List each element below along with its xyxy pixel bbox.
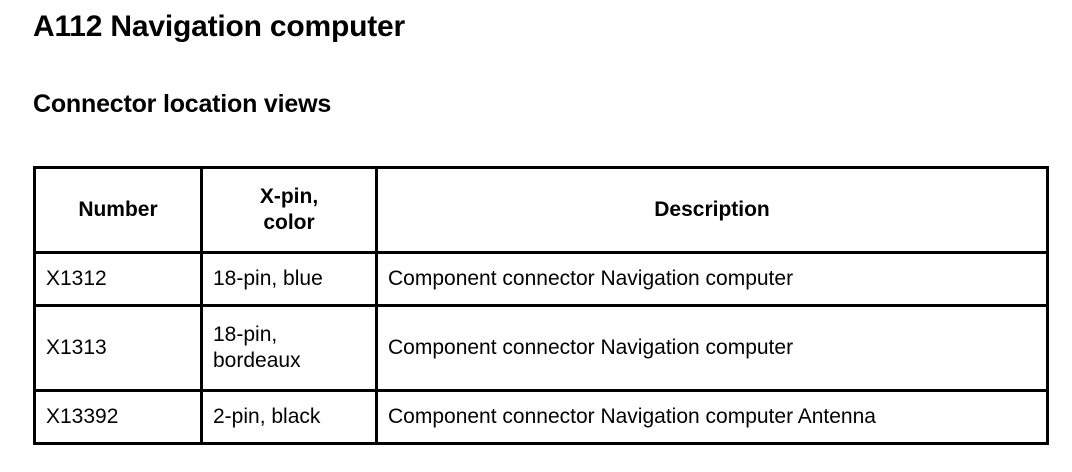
table-row: X1313 18-pin, bordeaux Component connect… [33, 304, 1049, 392]
cell-number: X1313 [33, 304, 203, 392]
table-header: Number X-pin, color Description [33, 166, 1049, 254]
table-row: X1312 18-pin, blue Component connector N… [33, 251, 1049, 307]
column-header-xpin-line1: X-pin, [259, 185, 319, 208]
section-heading: Connector location views [33, 90, 332, 118]
cell-xpin-color: 18-pin, blue [200, 251, 378, 307]
cell-xpin-color: 18-pin, bordeaux [200, 304, 378, 392]
column-header-xpin-color: X-pin, color [200, 166, 378, 254]
cell-description: Component connector Navigation computer [375, 304, 1049, 392]
page-title: A112 Navigation computer [33, 10, 405, 43]
connector-location-table: Number X-pin, color Description X1312 18… [33, 166, 1049, 445]
table-body: X1312 18-pin, blue Component connector N… [33, 251, 1049, 445]
table-row: X13392 2-pin, black Component connector … [33, 389, 1049, 445]
cell-xpin-color: 2-pin, black [200, 389, 378, 445]
cell-description: Component connector Navigation computer … [375, 389, 1049, 445]
column-header-number: Number [33, 166, 203, 254]
column-header-description: Description [375, 166, 1049, 254]
cell-number: X1312 [33, 251, 203, 307]
column-header-xpin-line2: color [263, 211, 315, 234]
cell-description: Component connector Navigation computer [375, 251, 1049, 307]
table-header-row: Number X-pin, color Description [33, 166, 1049, 254]
cell-number: X13392 [33, 389, 203, 445]
